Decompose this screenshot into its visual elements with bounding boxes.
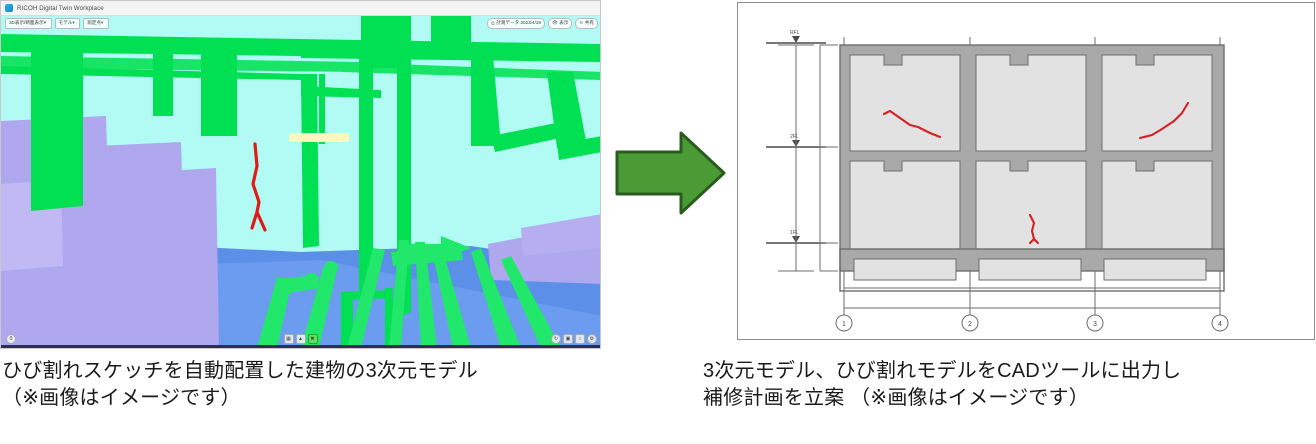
viewer-footer-line: [1, 345, 600, 348]
toolbar-model-dropdown[interactable]: モデル ▾: [54, 17, 81, 29]
svg-text:RFL: RFL: [790, 30, 800, 36]
building-section: [839, 44, 1225, 292]
svg-text:2: 2: [968, 321, 972, 328]
toolbar-model-label: モデル: [58, 20, 73, 25]
crack-sketch-icon[interactable]: ✖: [307, 334, 318, 344]
eye-icon: 👁: [551, 20, 558, 25]
ricoh-logo-icon: [5, 4, 13, 12]
share-icon: ⇚: [579, 20, 584, 25]
left-caption-line2: （※画像はイメージです）: [2, 387, 241, 409]
bottom-left-button-label: 0: [9, 335, 13, 342]
svg-text:3: 3: [1093, 321, 1097, 328]
room-cells-upper: [849, 54, 1213, 152]
grid-bubble-3: 3: [1086, 314, 1104, 332]
left-caption-line1: ひび割れスケッチを自動配置した建物の3次元モデル: [2, 360, 478, 382]
vertical-dimension-chain: [778, 44, 838, 272]
toolbar-share-button[interactable]: ⇚ 共有: [575, 17, 598, 29]
toolbar-display-label: 表示: [559, 20, 569, 25]
right-caption: 3次元モデル、ひび割れモデルをCADツールに出力し 補修計画を立案 （※画像はイ…: [703, 358, 1181, 412]
svg-text:4: 4: [1218, 321, 1222, 328]
viewer-bottom-bar: 0 ↻ ▣ ↕ ⚙: [1, 333, 600, 344]
info-icon[interactable]: 0: [6, 333, 16, 344]
svg-text:1: 1: [842, 321, 846, 328]
viewer-title: RICOH Digital Twin Workplace: [17, 4, 104, 12]
room-cells-lower: [849, 160, 1213, 250]
left-caption: ひび割れスケッチを自動配置した建物の3次元モデル （※画像はイメージです）: [2, 358, 478, 412]
plinth-cells: [853, 258, 1207, 281]
cad-section-drawing: RFL 2FL 1FL: [738, 3, 1314, 339]
chevron-down-icon: ▾: [100, 20, 104, 25]
grid-bubble-1: 1: [835, 314, 853, 332]
crack-bay2-lower: [1028, 213, 1040, 245]
flow-arrow: [613, 128, 728, 218]
viewer-bottom-center-tools: ▦ ▲ ✖: [283, 334, 318, 344]
svg-text:2FL: 2FL: [790, 134, 799, 140]
toolbar-scan-date-chip[interactable]: ⏱ 計測データ 2023/4/18: [487, 17, 545, 29]
settings-icon[interactable]: ⚙: [587, 333, 597, 344]
cad-drawing-panel: RFL 2FL 1FL: [737, 2, 1315, 340]
crack-bay1-upper: [882, 109, 942, 139]
digital-twin-viewer-window: RICOH Digital Twin Workplace: [0, 0, 601, 349]
right-arrow-icon: [615, 131, 726, 215]
clock-icon: ⏱: [491, 20, 495, 26]
crack-bay3-upper: [1138, 101, 1190, 140]
level-marker-rfl: RFL: [766, 30, 826, 44]
viewer-title-bar: RICOH Digital Twin Workplace: [1, 1, 600, 16]
ruler-icon[interactable]: ↕: [575, 333, 585, 344]
crack-overlays: [882, 101, 1190, 245]
toolbar-view-mode-label: 3D表示/断面表示: [9, 20, 44, 25]
toolbar-measure-dropdown[interactable]: 測定点 ▾: [83, 17, 109, 29]
chevron-down-icon: ▾: [43, 20, 47, 25]
walk-mode-icon[interactable]: ▲: [295, 334, 306, 344]
grid-bubble-2: 2: [961, 314, 979, 332]
reset-view-icon[interactable]: ↻: [551, 333, 561, 344]
grid-bubble-4: 4: [1211, 314, 1229, 332]
viewer-toolbar: 3D表示/断面表示 ▾ モデル ▾ 測定点 ▾ ⏱ 計測データ 2023/4/1…: [1, 16, 600, 30]
chevron-down-icon: ▾: [72, 20, 75, 25]
right-caption-line1: 3次元モデル、ひび割れモデルをCADツールに出力し: [703, 360, 1182, 382]
grid-bubbles: 1 2 3 4: [835, 314, 1229, 332]
grid-view-icon[interactable]: ▦: [283, 334, 294, 344]
toolbar-display-button[interactable]: 👁 表示: [547, 17, 573, 29]
layers-icon[interactable]: ▣: [563, 333, 573, 344]
toolbar-measure-label: 測定点: [87, 20, 101, 25]
toolbar-scan-date-label: 計測データ 2023/4/18: [496, 20, 541, 25]
three-d-scene-canvas[interactable]: [1, 16, 600, 348]
right-caption-line2: 補修計画を立案 （※画像はイメージです）: [703, 387, 1089, 409]
svg-text:1FL: 1FL: [790, 230, 799, 236]
toolbar-share-label: 共有: [584, 20, 594, 25]
toolbar-view-mode-dropdown[interactable]: 3D表示/断面表示 ▾: [5, 17, 52, 29]
